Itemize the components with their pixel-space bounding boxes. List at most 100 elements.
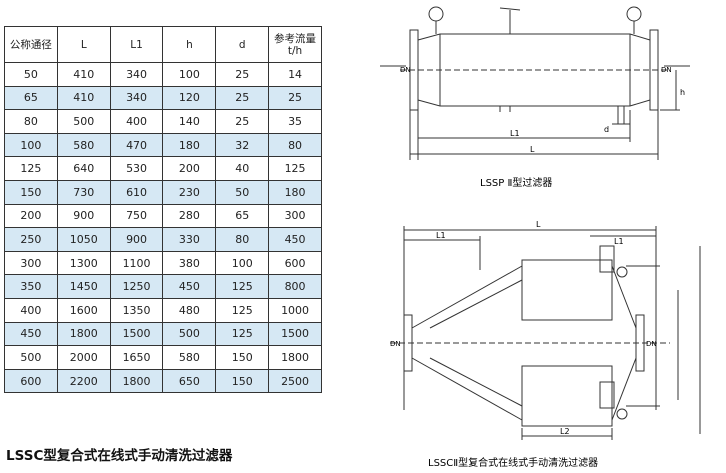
table-cell: 180 [268,179,322,205]
table-cell: 730 [56,179,111,205]
table-cell: 480 [162,297,217,323]
table-cell: 1800 [109,368,164,394]
table-cell: 1250 [109,274,164,299]
table-cell: 400 [109,109,164,134]
table-cell: 580 [162,345,217,370]
table-cell: 340 [109,85,164,111]
table-cell: 125 [4,156,58,181]
table-cell: 80 [268,132,322,158]
table-cell: 450 [4,321,58,347]
table-cell: 230 [162,179,217,205]
table-cell: 150 [4,179,58,205]
table-cell: 350 [4,274,58,299]
table-cell: 410 [56,85,111,111]
table-cell: 470 [109,132,164,158]
table-cell: 80 [215,227,270,252]
table-cell: 80 [4,109,58,134]
table-cell: 640 [56,156,111,181]
table-cell: 580 [56,132,111,158]
table-cell: 120 [162,85,217,111]
table-cell: 410 [56,62,111,87]
table-cell: 750 [109,203,164,229]
table-cell: 100 [215,250,270,276]
table-cell: 1350 [109,297,164,323]
table-cell: 100 [162,62,217,87]
table-cell: 65 [215,203,270,229]
table-cell: 340 [109,62,164,87]
table-cell: 450 [162,274,217,299]
table-cell: 530 [109,156,164,181]
table-cell: 330 [162,227,217,252]
d-label: d [604,125,609,134]
table-cell: 2200 [56,368,111,394]
l1-top-label: L1 [436,231,446,240]
table-cell: 35 [268,109,322,134]
table-cell: 1600 [56,297,111,323]
l-label-2: L [536,220,541,229]
table-cell: 2500 [268,368,322,394]
table-cell: 1100 [109,250,164,276]
table-cell: 500 [4,345,58,370]
table-cell: 380 [162,250,217,276]
table-cell: 800 [268,274,322,299]
table-cell: 1800 [268,345,322,370]
table-cell: 400 [4,297,58,323]
table-cell: 1500 [109,321,164,347]
table-cell: 500 [162,321,217,347]
table-cell: 40 [215,156,270,181]
l1-label: L1 [510,129,520,138]
table-cell: 1650 [109,345,164,370]
table-cell: 50 [4,62,58,87]
table-cell: 50 [215,179,270,205]
table-cell: 25 [215,85,270,111]
table-cell: 125 [268,156,322,181]
table-cell: 140 [162,109,217,134]
table-cell: 25 [268,85,322,111]
dn-right-label-2: DN [646,340,657,348]
dn-left-label: DN [400,66,411,74]
table-cell: 32 [215,132,270,158]
main-caption: LSSC型复合式在线式手动清洗过滤器 [6,448,233,464]
table-cell: 2000 [56,345,111,370]
table-header-cell: L [56,26,111,63]
table-cell: 1800 [56,321,111,347]
table-cell: 125 [215,274,270,299]
table-cell: 600 [4,368,58,394]
l1-right-label: L1 [614,237,624,246]
l-label: L [530,145,535,154]
lssp-filter-drawing: DN DN h d L1 L LSSP Ⅱ型过滤器 [380,6,690,189]
table-cell: 1450 [56,274,111,299]
table-header-cell: L1 [109,26,164,63]
table-cell: 25 [215,109,270,134]
table-cell: 900 [109,227,164,252]
table-cell: 125 [215,297,270,323]
h-label: h [680,88,685,97]
table-cell: 250 [4,227,58,252]
table-cell: 150 [215,345,270,370]
table-cell: 300 [4,250,58,276]
drawing1-caption: LSSP Ⅱ型过滤器 [480,176,552,189]
table-header-cell: d [215,26,270,63]
table-cell: 150 [215,368,270,394]
table-cell: 25 [215,62,270,87]
table-cell: 500 [56,109,111,134]
table-cell: 14 [268,62,322,87]
table-header-cell: h [162,26,217,63]
table-cell: 450 [268,227,322,252]
drawing2-caption: LSSCⅡ型复合式在线式手动清洗过滤器 [428,456,598,469]
table-cell: 600 [268,250,322,276]
table-cell: 125 [215,321,270,347]
table-cell: 100 [4,132,58,158]
